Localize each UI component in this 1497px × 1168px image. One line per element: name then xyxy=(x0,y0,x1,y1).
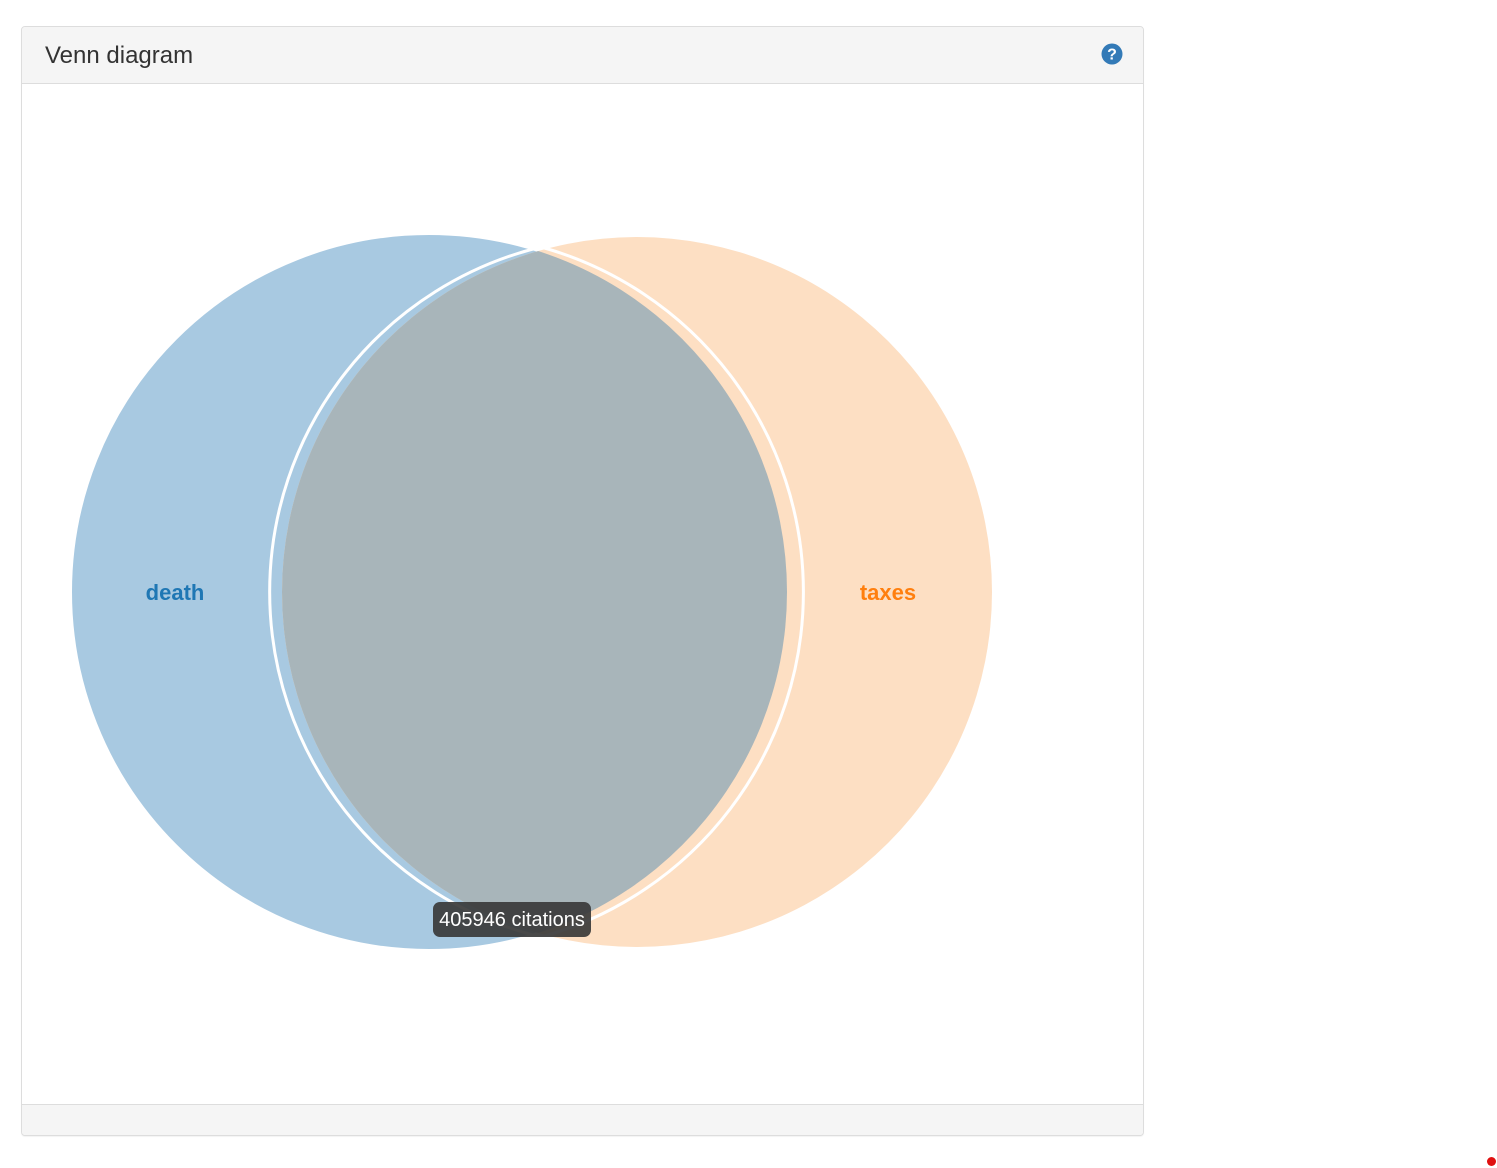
panel-body: death taxes 405946 citations xyxy=(22,84,1143,1106)
intersection-region[interactable] xyxy=(282,237,992,947)
status-dot xyxy=(1487,1157,1496,1166)
tooltip-text: 405946 citations xyxy=(439,909,585,931)
set-label-taxes: taxes xyxy=(860,580,916,605)
tooltip-box xyxy=(433,902,591,937)
panel-footer xyxy=(22,1104,1143,1135)
set-label-death: death xyxy=(146,580,205,605)
venn-panel: Venn diagram ? death taxes xyxy=(21,26,1144,1136)
help-icon-circle xyxy=(1101,43,1123,65)
question-circle-icon[interactable]: ? xyxy=(1101,43,1123,65)
help-icon-glyph: ? xyxy=(1107,47,1117,64)
panel-title: Venn diagram xyxy=(45,42,194,69)
panel-heading: Venn diagram ? xyxy=(22,27,1143,84)
